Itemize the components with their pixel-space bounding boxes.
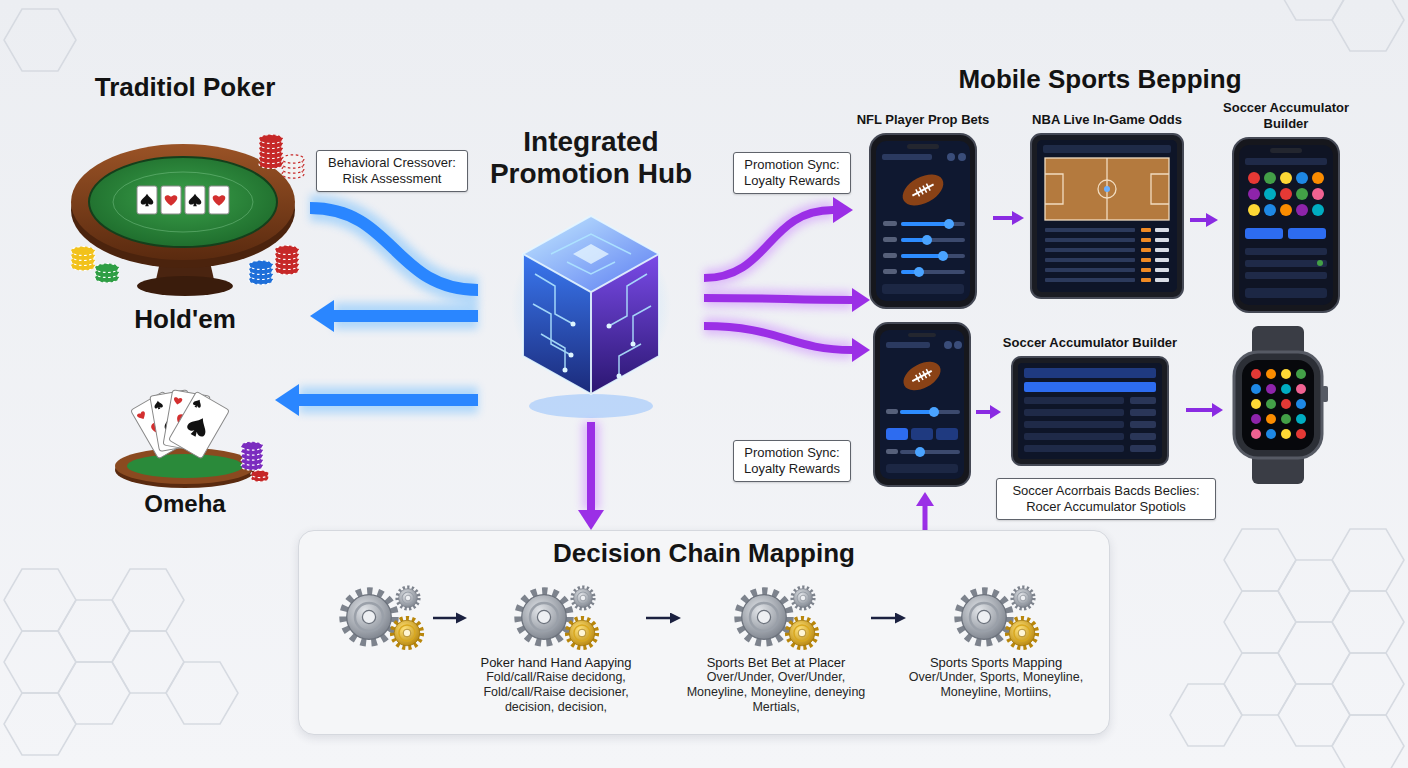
poker-table-illustration <box>65 116 305 304</box>
poker-cards: Omeha <box>95 362 275 518</box>
process-step: Poker hand Hand AapyingFold/call/Raise d… <box>466 583 646 715</box>
step-title: Sports Sports Mapping <box>906 655 1086 670</box>
connector-line <box>587 422 595 510</box>
connector-line <box>646 617 670 620</box>
device-heading: Soccer Accumulator Builder <box>1002 335 1178 351</box>
tablet-illustration <box>1029 132 1185 300</box>
connector <box>310 208 478 290</box>
connector <box>591 422 592 510</box>
gear-illustration <box>946 583 1046 653</box>
hub-cube-illustration <box>511 194 671 422</box>
section-heading: Mobile Sports Bepping <box>930 64 1270 94</box>
connector <box>871 618 895 619</box>
process-step: Sports Bet Bet at PlacerOver/Under, Over… <box>681 583 871 715</box>
tablet-illustration <box>1010 355 1170 467</box>
connector-line <box>334 310 478 322</box>
gear-illustration <box>506 583 606 653</box>
mapping-panel: Decision Chain MappingPoker hand Hand Aa… <box>298 530 1110 735</box>
connector <box>993 218 1012 219</box>
callout-box: Soccer Acorrbais Bacds Beclies: Rocer Ac… <box>996 478 1216 520</box>
device-heading: Soccer Accumulator Builder <box>1218 100 1354 132</box>
connector-line <box>1190 218 1206 222</box>
connector-line <box>871 617 895 620</box>
phone-screen: NFL Player Prop Bets <box>853 112 993 310</box>
connector-glow <box>334 303 478 329</box>
phone-screen: Soccer Accumulator Builder <box>1218 100 1354 314</box>
callout-box: Behavioral Cressover: Risk Assessment <box>316 150 468 192</box>
connector-line <box>310 208 478 290</box>
hub-title: Integrated Promotion Hub <box>478 126 704 190</box>
poker-cards-illustration <box>100 362 270 490</box>
flow-arrow <box>704 288 1223 530</box>
step-title: Sports Bet Bet at Placer <box>681 655 871 670</box>
hexagon-pattern <box>4 0 1404 768</box>
phone-illustration <box>874 323 970 486</box>
connector-glow <box>582 422 600 510</box>
step-detail: Over/Under, Over/Under, Moneyline, Money… <box>681 670 871 715</box>
game-label: Hold'em <box>60 304 310 334</box>
step-title: Poker hand Hand Aapying <box>466 655 646 670</box>
step-detail: Over/Under, Sports, Moneyline, Moneyline… <box>906 670 1086 700</box>
connector-glow <box>704 210 833 278</box>
connector-line <box>993 216 1012 220</box>
connector-line <box>299 394 478 406</box>
callout-text: Promotion Sync: Loyalty Rewards <box>740 445 844 477</box>
connector <box>334 316 478 317</box>
tablet-screen: NBA Live In-Game Odds <box>1024 112 1190 300</box>
process-step: Sports Sports MappingOver/Under, Sports,… <box>906 583 1086 700</box>
phone-illustration <box>1230 136 1342 314</box>
connector <box>704 210 833 278</box>
connector <box>646 618 670 619</box>
connector <box>299 400 478 401</box>
hub-node: Integrated Promotion Hub <box>478 126 704 422</box>
connector-glow <box>299 387 478 413</box>
callout-text: Promotion Sync: Loyalty Rewards <box>740 157 844 189</box>
connector <box>1190 220 1206 221</box>
callout-text: Soccer Acorrbais Bacds Beclies: Rocer Ac… <box>1003 483 1209 515</box>
device-heading: NBA Live In-Game Odds <box>1024 112 1190 128</box>
step-detail: Fold/call/Raise decidong, Fold/call/Rais… <box>466 670 646 715</box>
game-label: Omeha <box>95 490 275 518</box>
device-heading: NFL Player Prop Bets <box>853 112 993 128</box>
callout-box: Promotion Sync: Loyalty Rewards <box>733 440 851 482</box>
connector-line <box>704 210 833 278</box>
tablet-screen: Soccer Accumulator Builder <box>1002 335 1178 467</box>
watch-illustration <box>1234 326 1328 484</box>
callout-box: Promotion Sync: Loyalty Rewards <box>733 152 851 194</box>
phone-illustration <box>867 132 979 310</box>
gear-illustration <box>726 583 826 653</box>
section-heading: Traditiol Poker <box>60 72 310 102</box>
panel-title: Decision Chain Mapping <box>299 531 1109 568</box>
connector-glow <box>310 208 478 290</box>
callout-text: Behavioral Cressover: Risk Assessment <box>323 155 461 187</box>
poker-table: Hold'em <box>60 116 310 334</box>
